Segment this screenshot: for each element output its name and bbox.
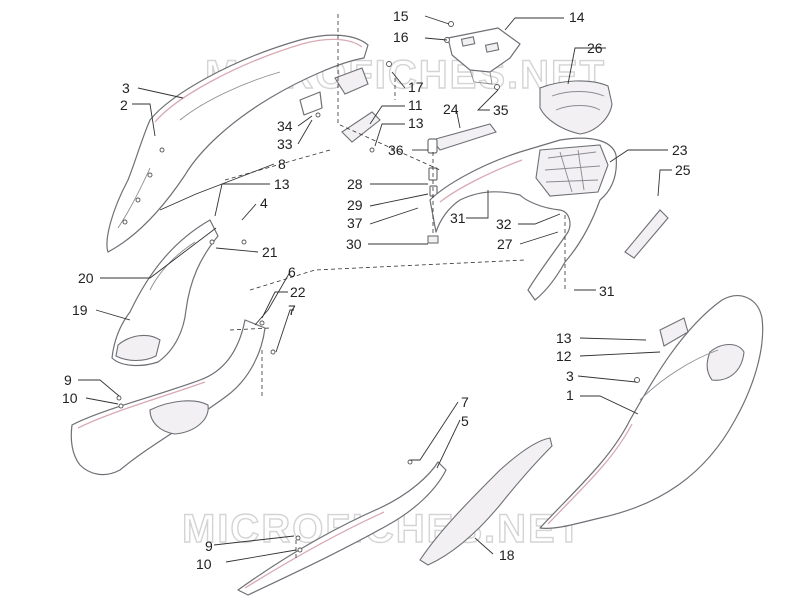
callout-1: 1 bbox=[566, 387, 574, 403]
callout-13-left: 13 bbox=[274, 176, 290, 192]
callout-9-upper: 9 bbox=[64, 372, 72, 388]
upper-side-cowl-part bbox=[106, 34, 369, 253]
callout-7-upper: 7 bbox=[288, 302, 296, 318]
callout-labels: 15 14 16 26 3 2 17 11 24 35 34 13 33 36 … bbox=[62, 8, 691, 572]
callout-18: 18 bbox=[499, 547, 515, 563]
callout-22: 22 bbox=[290, 284, 306, 300]
callout-4: 4 bbox=[260, 195, 268, 211]
rear-grab-frame-part bbox=[429, 137, 617, 301]
callout-13-top: 13 bbox=[408, 115, 424, 131]
callout-20: 20 bbox=[78, 270, 94, 286]
callout-17: 17 bbox=[408, 79, 424, 95]
callout-15: 15 bbox=[393, 8, 409, 24]
inner-shield-part bbox=[111, 219, 247, 367]
callout-3-right: 3 bbox=[566, 368, 574, 384]
callout-30: 30 bbox=[346, 236, 362, 252]
callout-21: 21 bbox=[262, 244, 278, 260]
callout-26: 26 bbox=[587, 40, 603, 56]
callout-12: 12 bbox=[556, 348, 572, 364]
callout-8: 8 bbox=[278, 156, 286, 172]
lower-left-panel-part bbox=[70, 319, 276, 476]
callout-13-right: 13 bbox=[556, 330, 572, 346]
callout-36: 36 bbox=[388, 142, 404, 158]
top-cover-part bbox=[539, 80, 613, 135]
callout-19: 19 bbox=[72, 302, 88, 318]
callout-25: 25 bbox=[675, 162, 691, 178]
callout-5: 5 bbox=[461, 413, 469, 429]
callout-32: 32 bbox=[496, 216, 512, 232]
callout-2: 2 bbox=[120, 97, 128, 113]
reflector-strip-part bbox=[624, 209, 669, 259]
callout-16: 16 bbox=[393, 29, 409, 45]
assembly-lines bbox=[224, 14, 566, 560]
callout-33: 33 bbox=[277, 136, 293, 152]
callout-29: 29 bbox=[347, 197, 363, 213]
callout-37: 37 bbox=[347, 215, 363, 231]
callout-24: 24 bbox=[443, 101, 459, 117]
callout-3-upper: 3 bbox=[122, 80, 130, 96]
callout-27: 27 bbox=[497, 236, 513, 252]
callout-31-center: 31 bbox=[450, 210, 466, 226]
callout-6: 6 bbox=[288, 264, 296, 280]
callout-35: 35 bbox=[493, 102, 509, 118]
right-side-cowl-part bbox=[539, 295, 764, 529]
callout-9-lower: 9 bbox=[205, 538, 213, 554]
footboard-strip-part bbox=[237, 437, 553, 596]
callout-11: 11 bbox=[408, 97, 423, 113]
callout-10-lower: 10 bbox=[196, 556, 212, 572]
top-bracket-part bbox=[444, 21, 521, 90]
callout-23: 23 bbox=[672, 142, 688, 158]
leader-lines bbox=[78, 15, 672, 563]
callout-10-upper: 10 bbox=[62, 390, 78, 406]
callout-31-right: 31 bbox=[599, 283, 615, 299]
callout-14: 14 bbox=[569, 9, 585, 25]
callout-28: 28 bbox=[347, 176, 363, 192]
callout-7-lower: 7 bbox=[461, 394, 469, 410]
callout-34: 34 bbox=[277, 118, 293, 134]
small-bracket-part bbox=[315, 61, 497, 244]
